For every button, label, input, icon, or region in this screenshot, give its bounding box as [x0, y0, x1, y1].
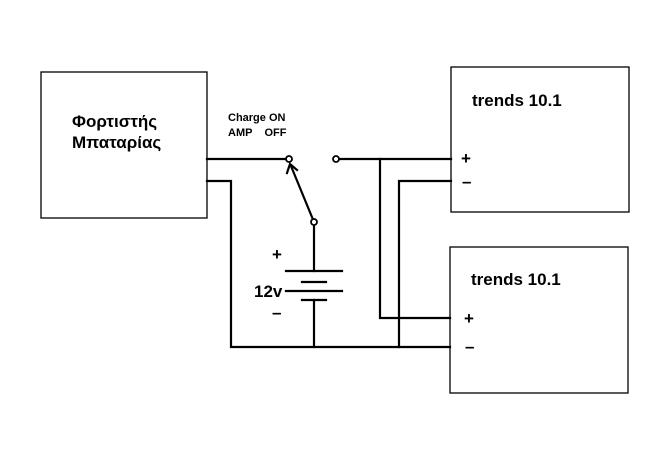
- device-bottom-plus-sign: +: [464, 309, 474, 328]
- charger-label-line1: Φορτιστής: [72, 112, 157, 131]
- battery-minus-sign: –: [272, 303, 281, 322]
- device-top-title: trends 10.1: [472, 91, 562, 110]
- switch-lever-arrowhead: [285, 162, 299, 175]
- switch-label-line2: AMP OFF: [228, 127, 287, 139]
- battery-voltage-label: 12v: [254, 282, 283, 301]
- switch-lever: [289, 164, 316, 224]
- device-top-negative-wire: [397, 179, 453, 349]
- device-bottom-title: trends 10.1: [471, 270, 561, 289]
- charger-box: [40, 71, 208, 219]
- device-top-minus-sign: –: [462, 172, 471, 191]
- charger-label-line2: Μπαταρίας: [72, 133, 161, 152]
- device-bottom-minus-sign: –: [465, 337, 474, 356]
- device-top-plus-sign: +: [461, 149, 471, 168]
- device-bottom-positive-wire: [378, 157, 452, 320]
- negative-bus-wire: [205, 179, 452, 349]
- switch-pivot-contact: [310, 218, 318, 226]
- device-top-box: [450, 66, 630, 213]
- switch-off-contact: [332, 155, 340, 163]
- switch-label-line1: Charge ON: [228, 112, 286, 124]
- switch-common-contact: [285, 155, 293, 163]
- device-bottom-box: [449, 246, 629, 394]
- battery-plus-sign: +: [272, 245, 282, 264]
